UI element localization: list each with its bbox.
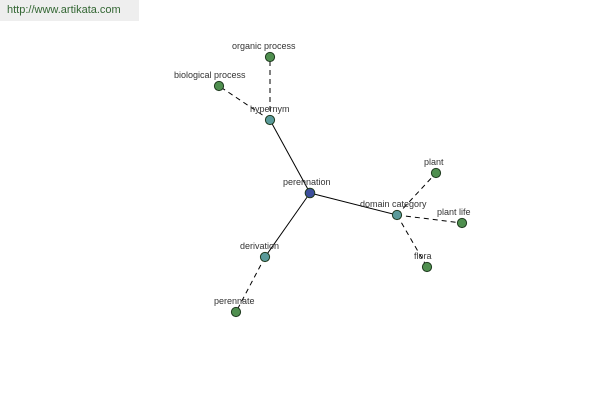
label-biological-process: biological process — [174, 70, 246, 80]
edge-perennation-to-derivation — [264, 192, 311, 258]
node-biological-process[interactable] — [213, 80, 225, 92]
edge-domain-category-to-plant — [396, 172, 437, 216]
label-perennate: perennate — [214, 296, 255, 306]
label-organic-process: organic process — [232, 41, 296, 51]
label-plant-life: plant life — [437, 207, 471, 217]
edge-domain-category-to-flora — [396, 214, 428, 268]
edge-hypernym-to-biological-process — [218, 85, 271, 121]
node-plant[interactable] — [430, 167, 442, 179]
label-perennation: perennation — [283, 177, 331, 187]
node-derivation[interactable] — [259, 251, 271, 263]
label-flora: flora — [414, 251, 432, 261]
label-plant: plant — [424, 157, 444, 167]
label-derivation: derivation — [240, 241, 279, 251]
node-hypernym[interactable] — [264, 114, 276, 126]
node-flora[interactable] — [421, 261, 433, 273]
edge-derivation-to-perennate — [235, 256, 266, 313]
graph-nodes — [213, 51, 468, 318]
node-plant-life[interactable] — [456, 217, 468, 229]
node-perennation[interactable] — [304, 187, 316, 199]
edge-perennation-to-hypernym — [269, 119, 311, 194]
edge-perennation-to-domain-category — [309, 192, 398, 216]
source-url[interactable]: http://www.artikata.com — [7, 4, 121, 16]
node-domain-category[interactable] — [391, 209, 403, 221]
label-hypernym: hypernym — [250, 104, 290, 114]
label-domain-category: domain category — [360, 199, 427, 209]
graph-edges — [218, 57, 463, 313]
node-organic-process[interactable] — [264, 51, 276, 63]
graph-labels: perennation hypernym domain category deriva… — [174, 41, 471, 306]
source-url-bar: http://www.artikata.com — [0, 0, 139, 21]
edge-domain-category-to-plant-life — [396, 214, 463, 224]
node-perennate[interactable] — [230, 306, 242, 318]
